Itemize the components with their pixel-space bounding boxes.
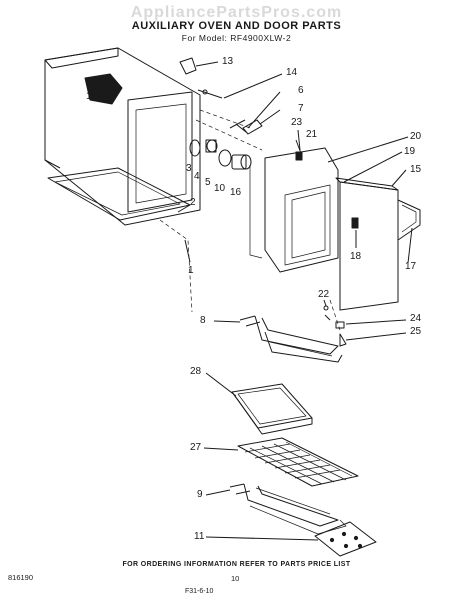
callout-24: 24 [410,313,422,324]
callout-9: 9 [197,489,203,500]
revision-code: F31-6-10 [185,588,214,595]
callout-3: 3 [186,163,192,174]
broiler-pan [231,383,313,435]
callout-21: 21 [306,129,318,140]
callout-17: 17 [405,261,417,272]
leader-lines [99,61,413,541]
door-outer-panel [335,177,421,311]
door-bottom-hardware [323,305,347,347]
callout-1: 1 [188,265,194,276]
callout-22: 22 [318,289,330,300]
callout-10: 10 [214,183,226,194]
callout-11: 11 [194,531,205,542]
callout-2: 2 [190,197,196,208]
watermark: AppliancePartsPros.com [130,4,343,21]
callout-27: 27 [190,442,202,453]
callout-20: 20 [410,131,422,142]
callout-8: 8 [200,315,206,326]
bake-element [229,483,347,535]
callout-18: 18 [350,251,362,262]
oven-liner [44,47,201,226]
callout-23: 23 [291,117,303,128]
callout-28: 28 [190,366,202,377]
broil-element [239,315,343,363]
door-inner-panel [249,147,339,273]
page-number: 10 [231,574,240,583]
bottom-plate [47,167,191,221]
callout-4: 4 [194,171,200,182]
guide-lines [159,109,341,331]
callout-5: 5 [205,177,211,188]
document-number: 816190 [8,573,34,582]
callout-16: 16 [230,187,242,198]
oven-rack [237,437,359,487]
ordering-info-note: FOR ORDERING INFORMATION REFER TO PARTS … [122,561,351,568]
callout-19: 19 [404,146,416,157]
model-subtitle: For Model: RF4900XLW-2 [181,33,292,43]
callout-25: 25 [410,326,422,337]
callout-14: 14 [286,67,298,78]
lamp-assembly [189,139,252,170]
page-title: AUXILIARY OVEN AND DOOR PARTS [131,20,342,32]
callout-7: 7 [298,103,304,114]
callout-6: 6 [298,85,304,96]
callout-12: 12 [86,91,98,102]
callout-13: 13 [222,56,234,67]
callout-15: 15 [410,164,422,175]
bottom-cover [314,521,377,557]
